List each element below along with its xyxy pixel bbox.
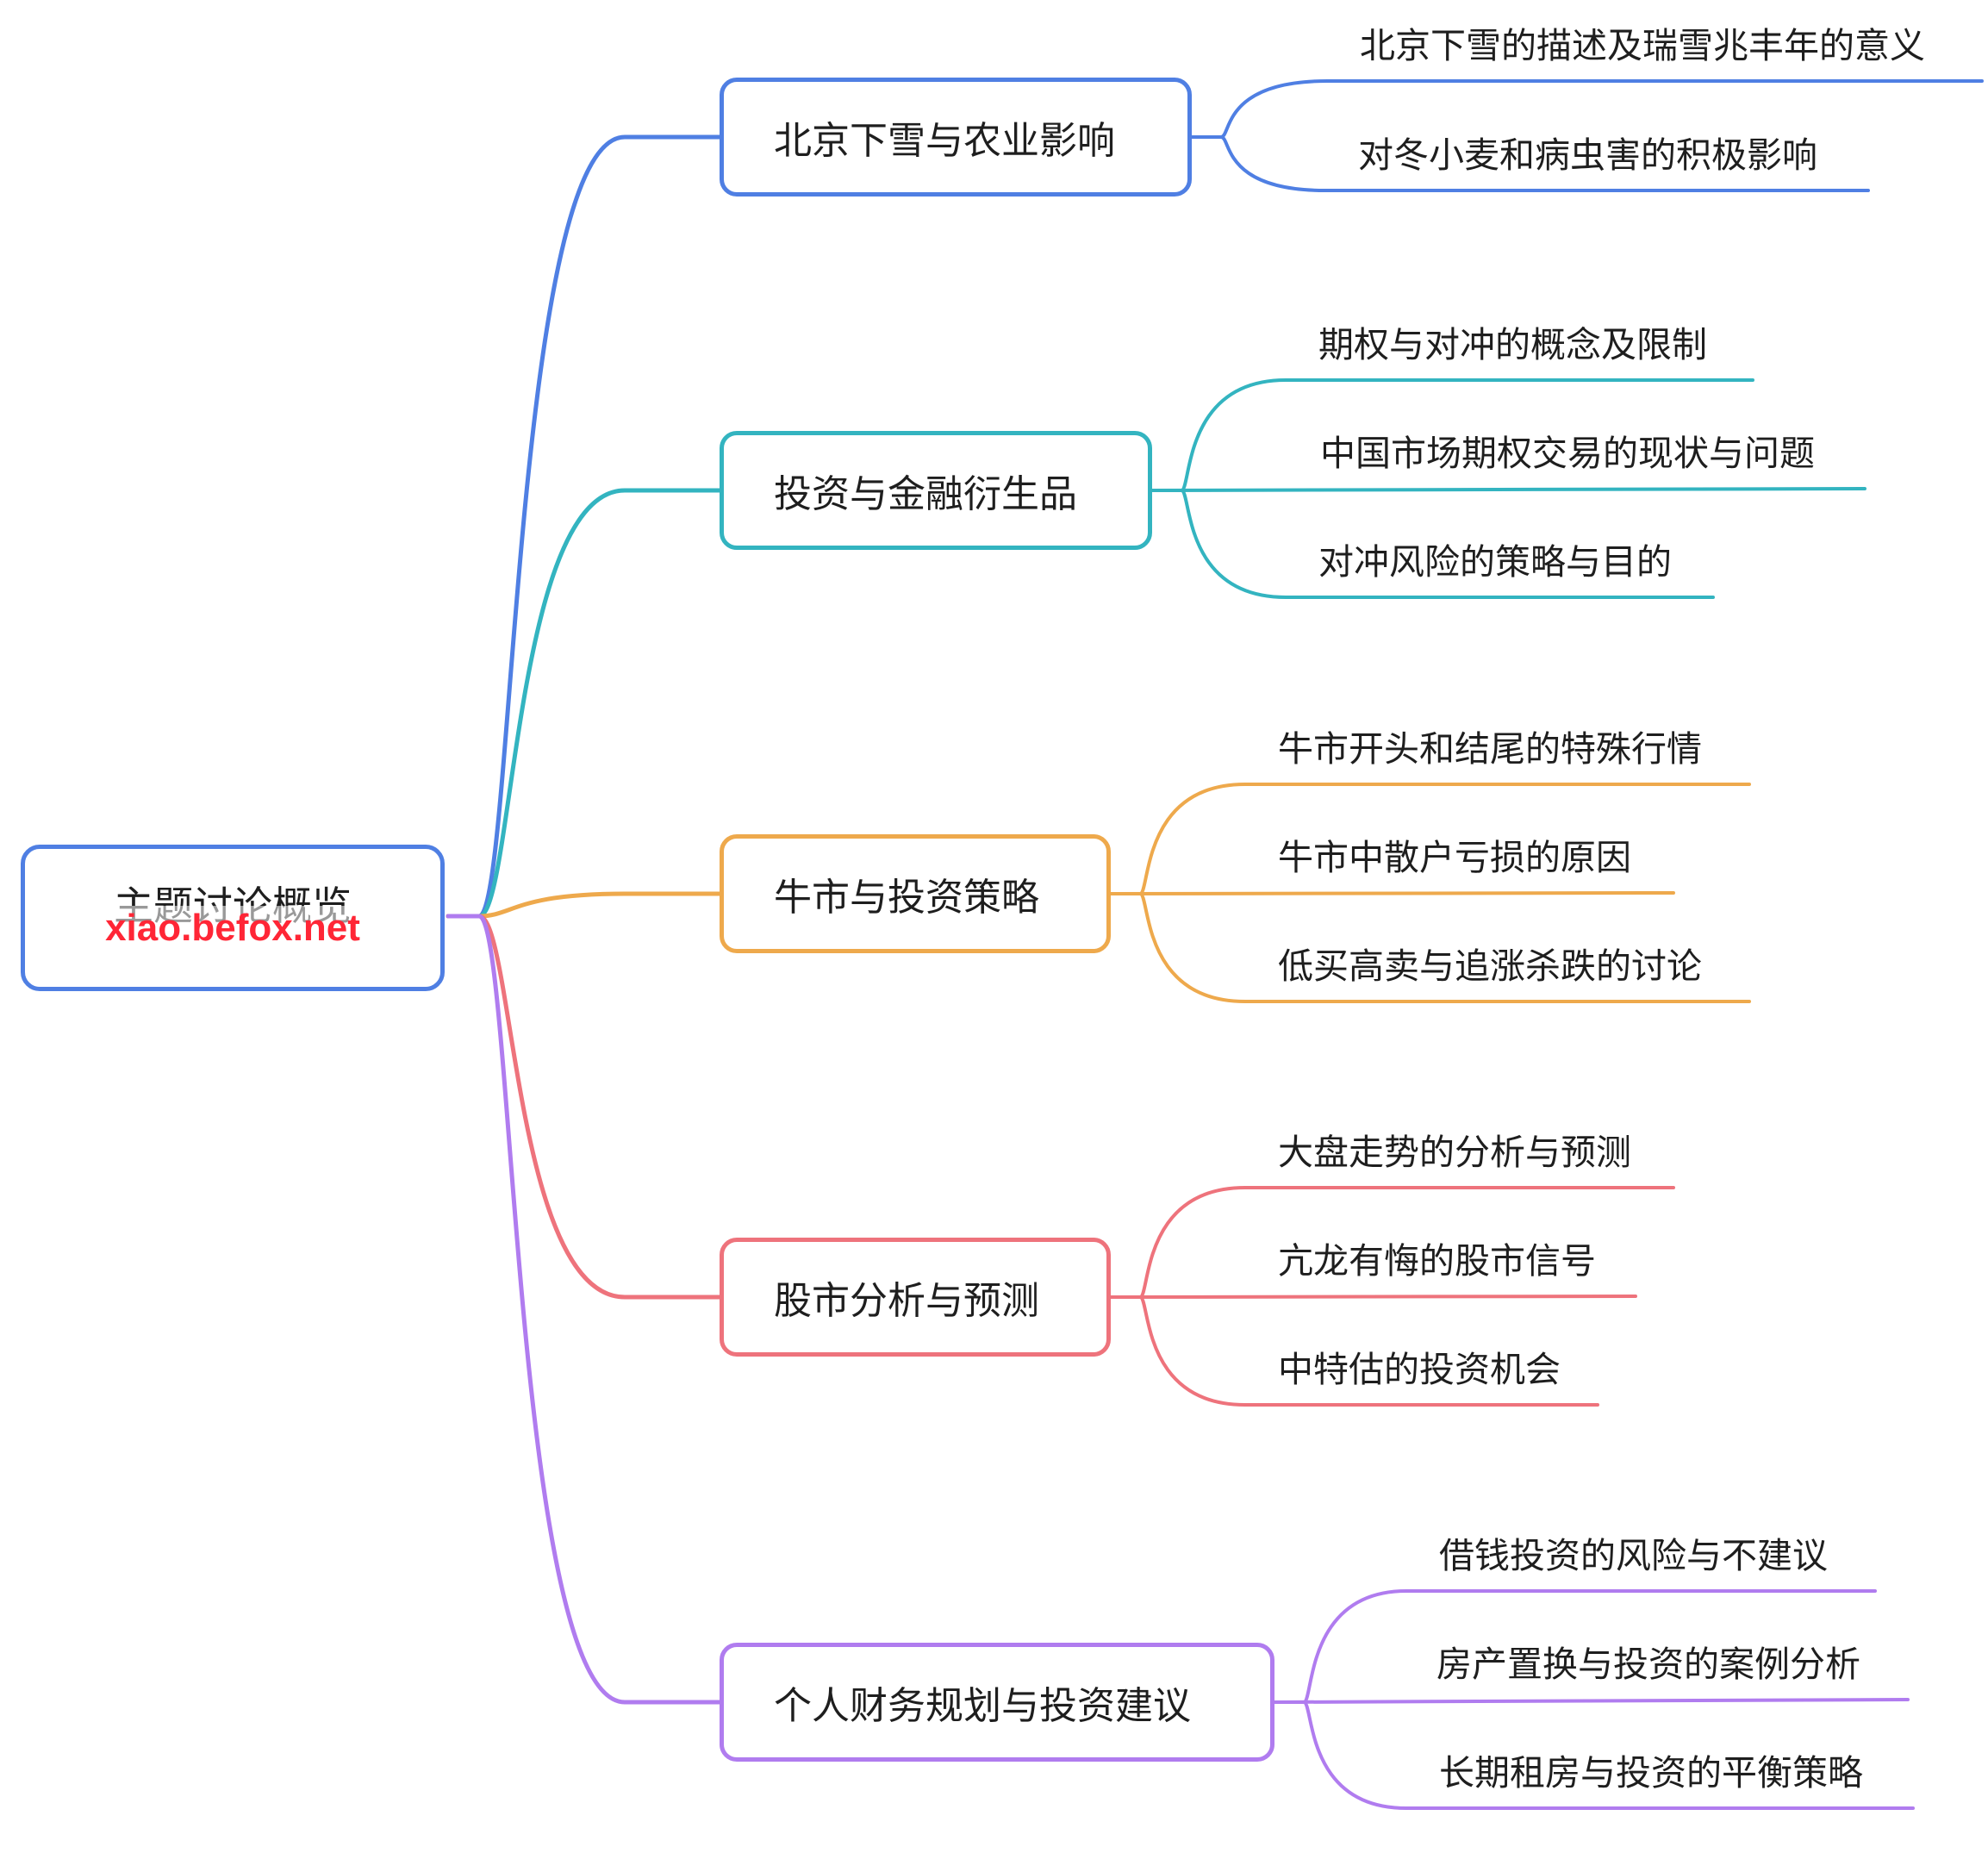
leaf-connector-stock-analysis-3: [1109, 1295, 1599, 1407]
root-connector-bull-market: [446, 891, 722, 919]
leaf-node-bull-market-3[interactable]: 低买高卖与追涨杀跌的讨论: [1278, 945, 1702, 987]
leaf-node-derivatives-2[interactable]: 中国市场期权交易的现状与问题: [1320, 433, 1815, 474]
leaf-node-personal-finance-2[interactable]: 房产置换与投资的案例分析: [1436, 1644, 1860, 1685]
leaf-node-stock-analysis-1[interactable]: 大盘走势的分析与预测: [1278, 1132, 1631, 1173]
root-connector-stock-analysis: [446, 914, 722, 1300]
leaf-connector-personal-finance-1: [1273, 1589, 1877, 1704]
leaf-node-derivatives-3[interactable]: 对冲风险的策略与目的: [1318, 541, 1672, 583]
leaf-connector-derivatives-2: [1150, 487, 1866, 492]
branch-label: 个人财务规划与投资建议: [774, 1684, 1191, 1728]
leaf-node-bull-market-2[interactable]: 牛市中散户亏损的原因: [1278, 837, 1631, 878]
leaf-connector-bull-market-1: [1109, 783, 1751, 895]
leaf-connector-snow-2: [1190, 135, 1870, 192]
leaf-connector-snow-1: [1190, 79, 1984, 139]
branch-node-personal-finance[interactable]: 个人财务规划与投资建议: [720, 1643, 1274, 1762]
leaf-node-personal-finance-3[interactable]: 长期租房与投资的平衡策略: [1439, 1752, 1863, 1794]
leaf-connector-personal-finance-3: [1273, 1700, 1915, 1810]
root-connector-derivatives: [446, 488, 722, 919]
branch-node-derivatives[interactable]: 投资与金融衍生品: [720, 431, 1152, 550]
leaf-connector-stock-analysis-1: [1109, 1186, 1675, 1299]
leaf-node-stock-analysis-3[interactable]: 中特估的投资机会: [1278, 1349, 1561, 1390]
branch-label: 牛市与投资策略: [774, 876, 1039, 920]
root-node[interactable]: 主题讨论概览 xiao.befox.net: [21, 845, 445, 991]
root-connector-snow: [446, 134, 722, 919]
branch-node-snow[interactable]: 北京下雪与农业影响: [720, 78, 1192, 197]
leaf-connector-personal-finance-2: [1273, 1698, 1910, 1704]
branch-node-stock-analysis[interactable]: 股市分析与预测: [720, 1238, 1111, 1357]
leaf-node-snow-2[interactable]: 对冬小麦和病虫害的积极影响: [1358, 134, 1817, 176]
leaf-node-stock-analysis-2[interactable]: 亢龙有悔的股市信号: [1278, 1240, 1596, 1282]
leaf-connector-derivatives-1: [1150, 378, 1754, 492]
leaf-connector-derivatives-3: [1150, 489, 1715, 599]
leaf-connector-bull-market-2: [1109, 891, 1675, 895]
leaf-connector-bull-market-3: [1109, 892, 1751, 1003]
branch-label: 北京下雪与农业影响: [774, 119, 1115, 163]
root-connector-personal-finance: [446, 914, 722, 1705]
leaf-node-bull-market-1[interactable]: 牛市开头和结尾的特殊行情: [1278, 728, 1702, 770]
leaf-connector-stock-analysis-2: [1109, 1295, 1637, 1299]
branch-node-bull-market[interactable]: 牛市与投资策略: [720, 834, 1111, 953]
branch-label: 投资与金融衍生品: [774, 472, 1077, 516]
leaf-node-snow-1[interactable]: 北京下雪的描述及瑞雪兆丰年的意义: [1360, 25, 1925, 66]
branch-label: 股市分析与预测: [774, 1279, 1039, 1323]
leaf-node-derivatives-1[interactable]: 期权与对冲的概念及限制: [1318, 324, 1707, 365]
watermark-text: xiao.befox.net: [25, 906, 440, 951]
leaf-node-personal-finance-1[interactable]: 借钱投资的风险与不建议: [1439, 1535, 1828, 1576]
